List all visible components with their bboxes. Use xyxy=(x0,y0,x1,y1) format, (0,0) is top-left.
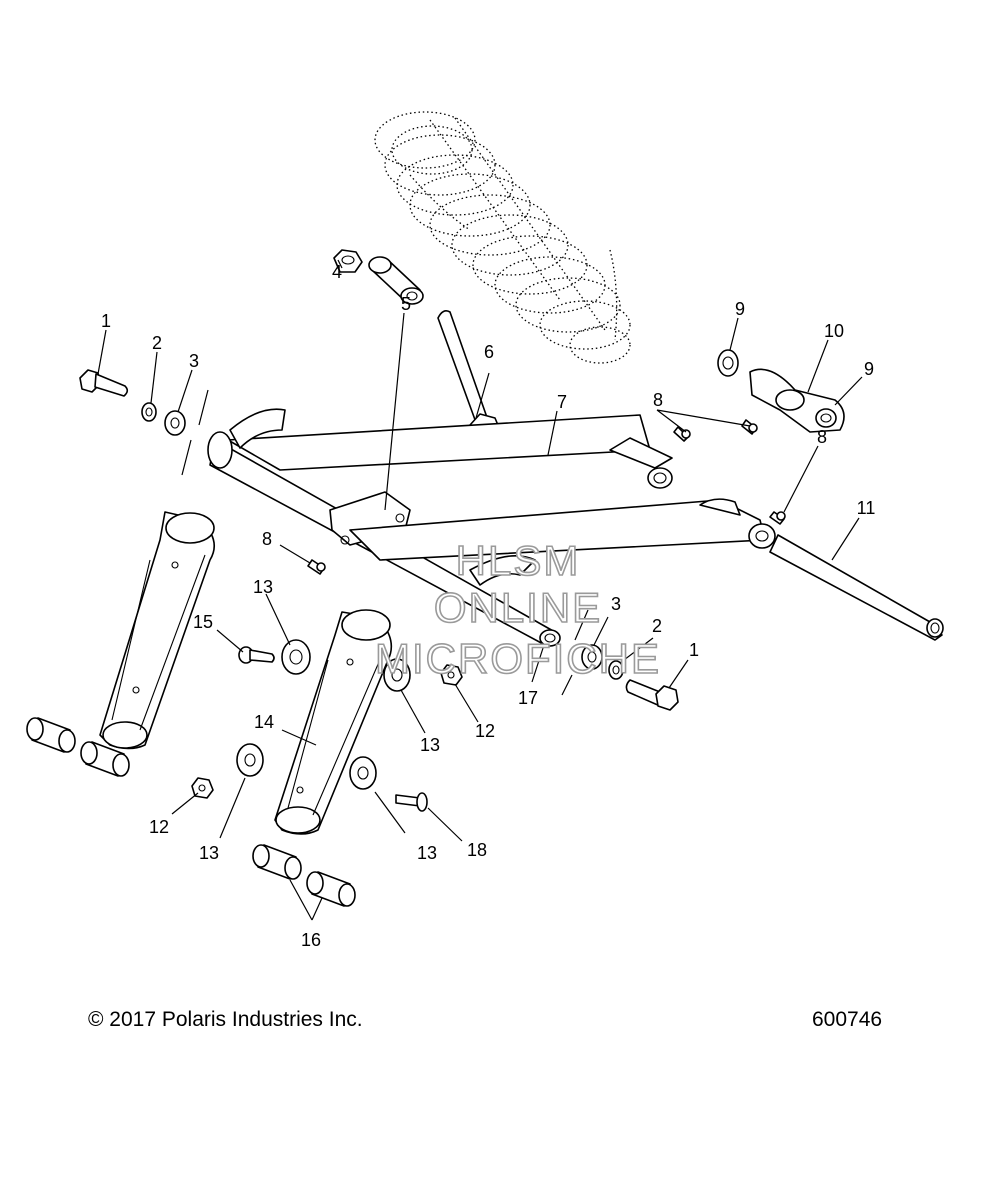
callout-15: 15 xyxy=(193,612,213,632)
callout-12-second: 12 xyxy=(149,817,169,837)
link-arm-left xyxy=(99,511,216,750)
callout-2: 2 xyxy=(152,333,162,353)
callout-13-third: 13 xyxy=(199,843,219,863)
bushing-pair-left xyxy=(26,717,130,777)
callout-2-second: 2 xyxy=(652,616,662,636)
grease-fitting-b xyxy=(673,426,691,442)
thrust-washer-a xyxy=(281,639,311,675)
watermark: HLSM ONLINE MICROFICHE xyxy=(374,536,661,683)
washer-bracket-left xyxy=(717,349,739,377)
diagram-number: 600746 xyxy=(812,1008,883,1031)
bolt-left xyxy=(79,369,129,397)
callout-1: 1 xyxy=(101,311,111,331)
bolt-pivot xyxy=(437,310,501,443)
thrust-washer-d xyxy=(349,756,377,790)
axis-line-right xyxy=(561,609,589,696)
callout-9-second: 9 xyxy=(864,359,874,379)
callout-12: 12 xyxy=(475,721,495,741)
washer-large-right xyxy=(581,644,603,670)
shock-spring-outline xyxy=(374,111,631,364)
axis-line-left xyxy=(181,389,209,476)
link-arm-right xyxy=(274,609,393,835)
callout-8: 8 xyxy=(653,390,663,410)
pin-link xyxy=(395,792,428,812)
washer-large-left xyxy=(164,410,186,436)
bolt-link xyxy=(238,646,275,664)
callout-8-third: 8 xyxy=(262,529,272,549)
callout-13: 13 xyxy=(253,577,273,597)
nut-upper xyxy=(440,664,463,686)
callout-3: 3 xyxy=(189,351,199,371)
washer-small-right xyxy=(608,660,624,680)
grease-fitting-c xyxy=(769,511,786,525)
callout-13-second: 13 xyxy=(420,735,440,755)
callout-1-second: 1 xyxy=(689,640,699,660)
watermark-line-3: MICROFICHE xyxy=(375,635,661,682)
thrust-washer-b xyxy=(383,658,411,692)
pivot-bracket xyxy=(749,368,845,433)
callout-4: 4 xyxy=(332,262,342,282)
bolt-right xyxy=(625,679,679,711)
callout-16: 16 xyxy=(301,930,321,950)
callout-5: 5 xyxy=(401,294,411,314)
callout-17: 17 xyxy=(518,688,538,708)
callout-8-second: 8 xyxy=(817,427,827,447)
bushing-spacer xyxy=(368,256,424,305)
grease-fitting-a xyxy=(741,419,758,435)
callout-10: 10 xyxy=(824,321,844,341)
callout-18: 18 xyxy=(467,840,487,860)
callout-labels: 1 2 3 4 5 6 7 8 9 10 9 8 11 8 13 15 3 2 … xyxy=(101,262,875,950)
watermark-line-2: ONLINE xyxy=(434,584,602,631)
callout-3-second: 3 xyxy=(611,594,621,614)
a-arm-frame xyxy=(207,408,776,647)
callout-13-fourth: 13 xyxy=(417,843,437,863)
grease-fitting-d xyxy=(307,559,326,575)
leader-lines xyxy=(97,259,863,921)
callout-6: 6 xyxy=(484,342,494,362)
watermark-line-1: HLSM xyxy=(456,537,581,584)
callout-9: 9 xyxy=(735,299,745,319)
washer-small-left xyxy=(141,402,157,422)
callout-11: 11 xyxy=(857,498,876,518)
bushing-pair-right xyxy=(252,844,356,907)
thrust-washer-c xyxy=(236,743,264,777)
callout-14: 14 xyxy=(254,712,274,732)
callout-7: 7 xyxy=(557,392,567,412)
cross-shaft xyxy=(769,534,944,641)
copyright-text: © 2017 Polaris Industries Inc. xyxy=(88,1008,363,1031)
